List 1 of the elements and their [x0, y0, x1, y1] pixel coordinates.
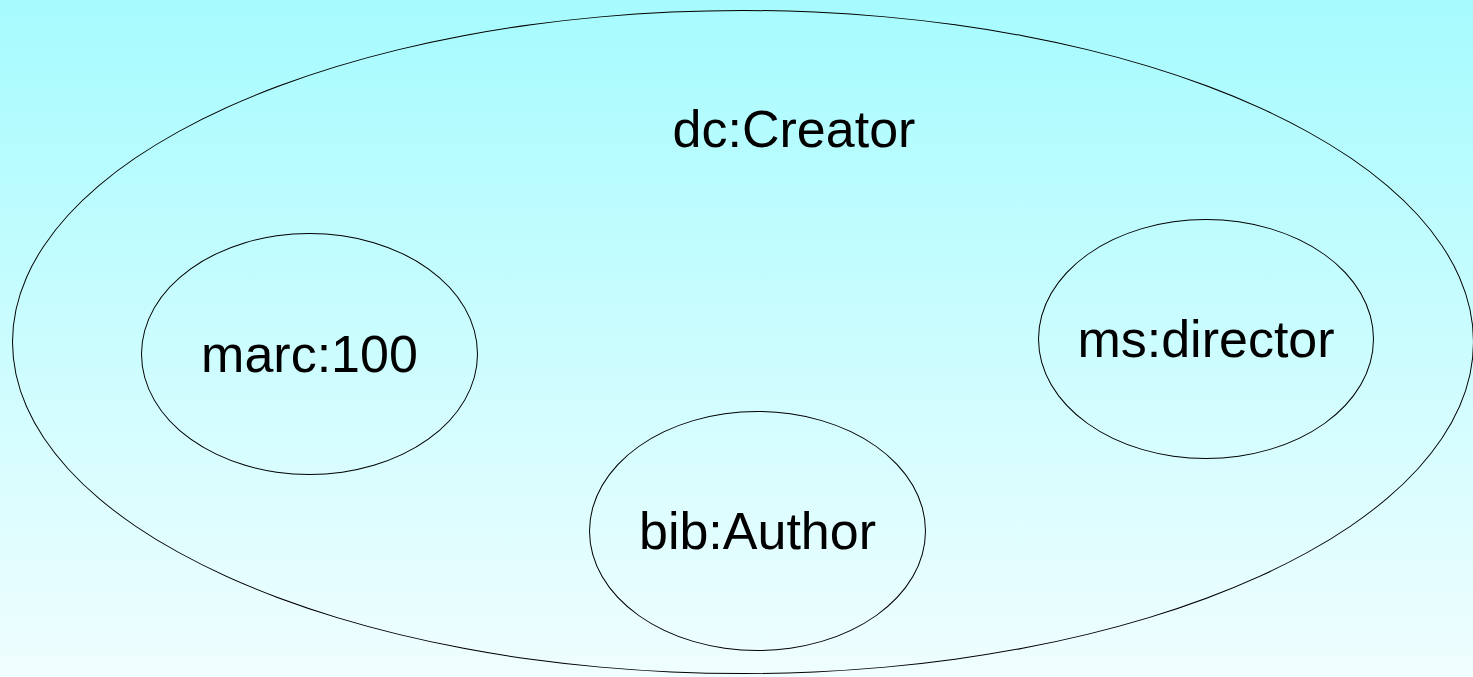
group-title: dc:Creator — [672, 99, 916, 159]
